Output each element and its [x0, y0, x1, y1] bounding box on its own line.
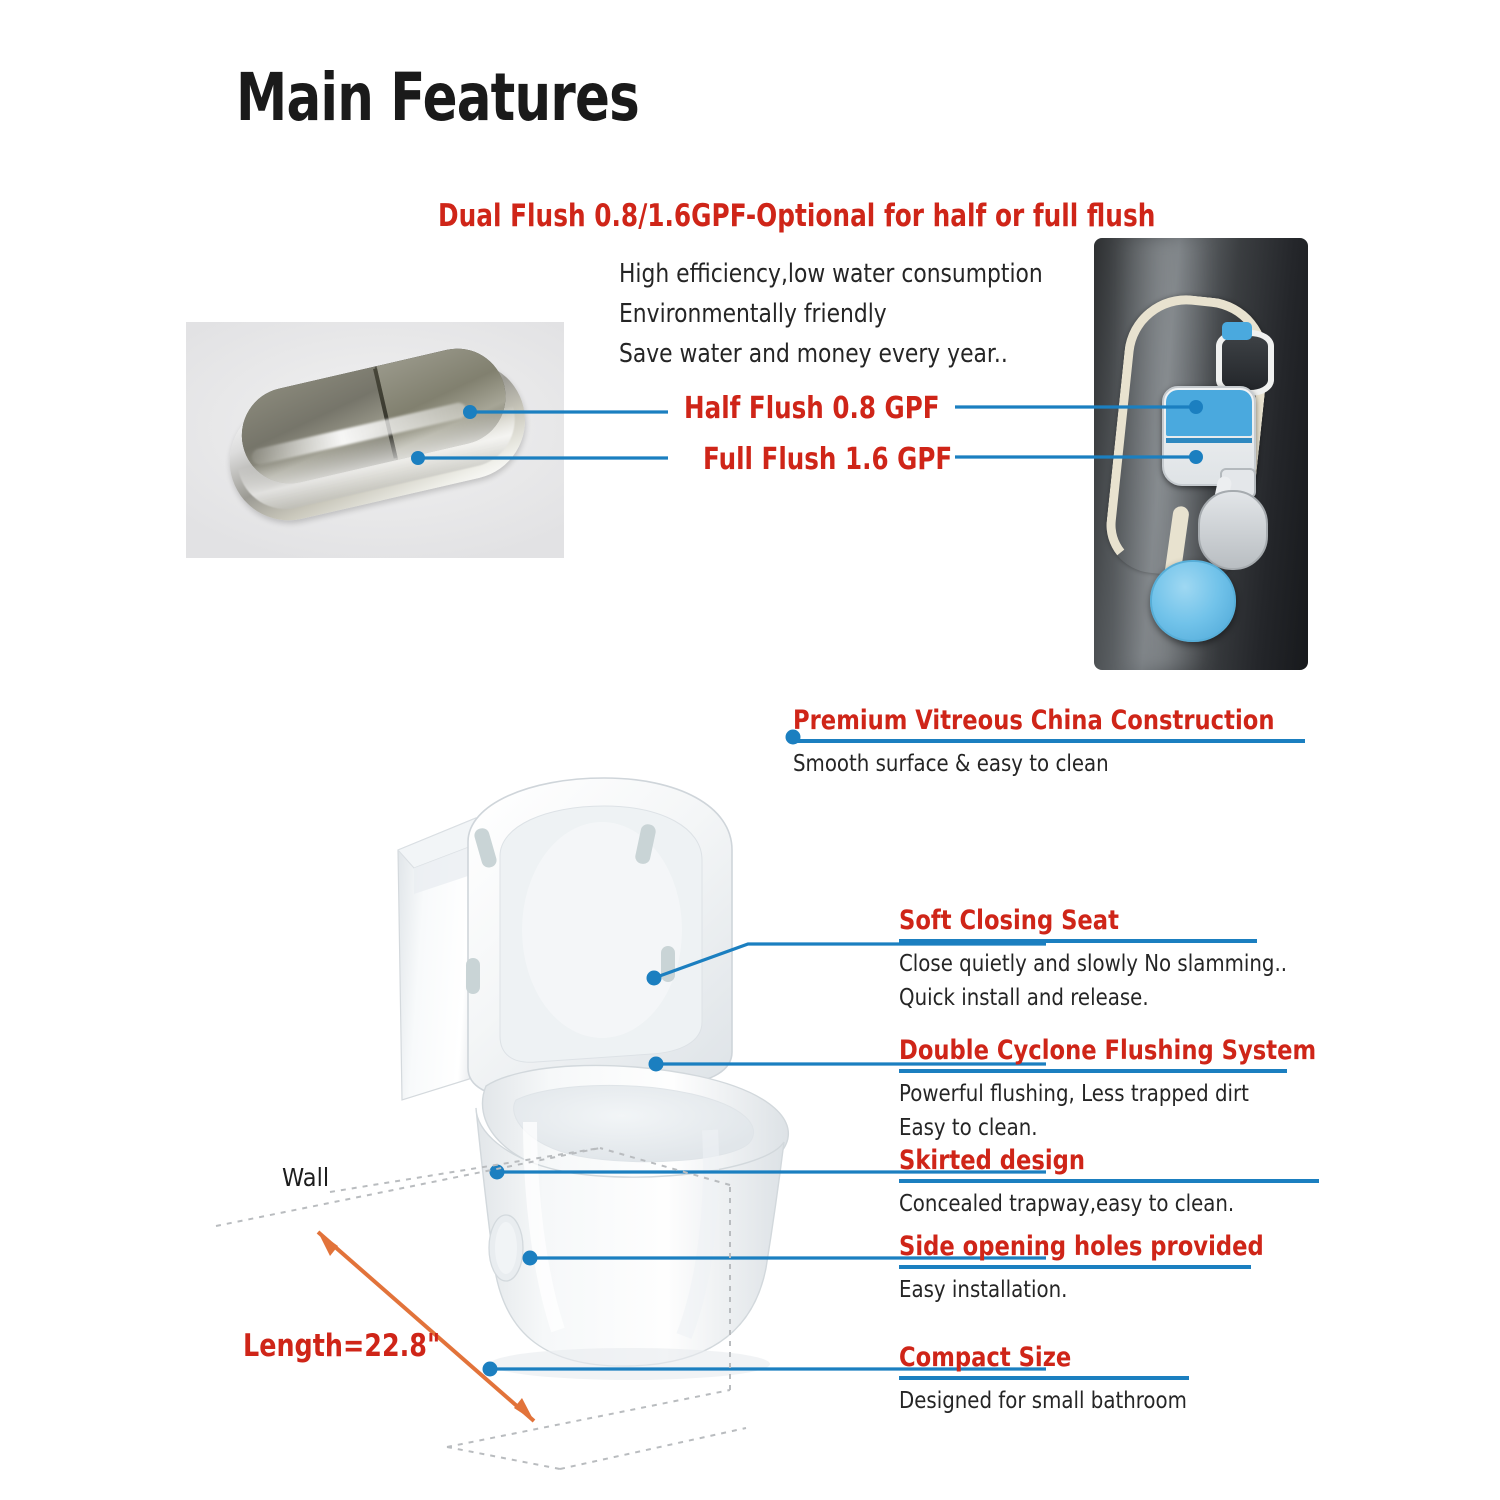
callout-underline: [899, 1179, 1319, 1183]
overflow-pipe-clip: [1222, 322, 1252, 340]
callout-heading: Compact Size: [899, 1342, 1072, 1373]
callout-description-line: Close quietly and slowly No slamming..: [899, 951, 1288, 977]
fill-valve-body: [1198, 490, 1268, 570]
half-flush-valve-section: [1166, 390, 1252, 436]
dual-flush-description-line: Save water and money every year..: [619, 339, 1008, 369]
float-cup: [1150, 560, 1236, 642]
dual-flush-button-photo: [186, 322, 564, 558]
callout-premium-vitreous-china: Premium Vitreous China Construction Smoo…: [793, 706, 1305, 781]
flush-button-plate: [213, 328, 539, 542]
wall-label: Wall: [282, 1163, 330, 1192]
callout-description-line: Powerful flushing, Less trapped dirt: [899, 1081, 1249, 1107]
length-dimension-label: Length=22.8": [243, 1328, 441, 1364]
callout-underline: [793, 739, 1305, 743]
callout-underline: [899, 1376, 1189, 1380]
callout-description-line: Concealed trapway,easy to clean.: [899, 1191, 1235, 1217]
callout-description-line: Smooth surface & easy to clean: [793, 751, 1109, 777]
valve-divider: [1166, 438, 1252, 443]
callout-soft-closing-seat: Soft Closing Seat Close quietly and slow…: [899, 905, 1288, 1015]
callout-compact-size: Compact Size Designed for small bathroom: [899, 1343, 1189, 1418]
callout-description-line: Easy installation.: [899, 1277, 1068, 1303]
full-flush-label: Full Flush 1.6 GPF: [703, 442, 953, 477]
dual-flush-title: Dual Flush 0.8/1.6GPF-Optional for half …: [438, 198, 1156, 234]
tank-internals-photo: [1094, 238, 1308, 670]
dual-flush-description-line: Environmentally friendly: [619, 299, 887, 329]
dual-flush-description-line: High efficiency,low water consumption: [619, 259, 1043, 289]
callout-description: Powerful flushing, Less trapped dirt Eas…: [899, 1077, 1249, 1145]
dual-flush-description: High efficiency,low water consumption En…: [619, 254, 1043, 374]
page-title: Main Features: [236, 59, 640, 136]
callout-description: Smooth surface & easy to clean: [793, 747, 1233, 781]
callout-description-line: Designed for small bathroom: [899, 1388, 1187, 1414]
callout-underline: [899, 1069, 1287, 1073]
callout-heading: Premium Vitreous China Construction: [793, 705, 1275, 736]
callout-description: Easy installation.: [899, 1273, 1202, 1307]
callout-heading: Soft Closing Seat: [899, 905, 1119, 936]
callout-description-line: Easy to clean.: [899, 1115, 1038, 1141]
callout-underline: [899, 939, 1257, 943]
callout-description: Close quietly and slowly No slamming.. Q…: [899, 947, 1288, 1015]
callout-heading: Double Cyclone Flushing System: [899, 1035, 1317, 1066]
callout-double-cyclone-flushing-system: Double Cyclone Flushing System Powerful …: [899, 1035, 1317, 1145]
callout-description-line: Quick install and release.: [899, 985, 1149, 1011]
callout-underline: [899, 1265, 1251, 1269]
half-flush-label: Half Flush 0.8 GPF: [684, 391, 940, 426]
callout-description: Designed for small bathroom: [899, 1384, 1187, 1418]
callout-side-opening-holes: Side opening holes provided Easy install…: [899, 1231, 1264, 1307]
callout-skirted-design: Skirted design Concealed trapway,easy to…: [899, 1146, 1319, 1221]
callout-heading: Skirted design: [899, 1145, 1086, 1176]
callout-description: Concealed trapway,easy to clean.: [899, 1187, 1260, 1221]
callout-heading: Side opening holes provided: [899, 1231, 1264, 1262]
one-piece-toilet-photo: [380, 770, 860, 1390]
